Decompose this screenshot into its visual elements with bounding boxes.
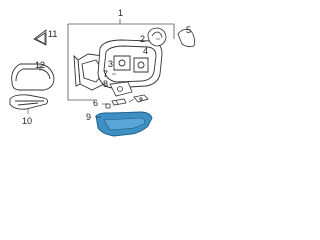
callout-1: 1 xyxy=(118,8,124,18)
sail-trim-part xyxy=(33,29,47,46)
mirror-housing-part xyxy=(97,39,163,89)
callout-12: 12 xyxy=(35,60,46,70)
connector-part xyxy=(105,103,111,109)
clip-part xyxy=(133,94,149,103)
callout-4: 4 xyxy=(143,46,149,56)
callout-2: 2 xyxy=(140,34,146,44)
parts-diagram xyxy=(9,19,195,137)
small-bracket-part xyxy=(111,98,127,106)
mirror-motor-part xyxy=(109,81,133,97)
callout-8: 8 xyxy=(103,79,109,89)
callout-7: 7 xyxy=(103,69,109,79)
callout-10: 10 xyxy=(22,116,33,126)
assembly-frame xyxy=(67,19,175,101)
callout-3: 3 xyxy=(108,59,114,69)
callout-6: 6 xyxy=(93,98,99,108)
turn-signal-part xyxy=(9,94,49,110)
callout-5: 5 xyxy=(186,25,192,35)
cover-cap-part xyxy=(147,27,167,47)
callout-9: 9 xyxy=(86,112,92,122)
highlighted-part xyxy=(95,111,153,137)
leader-lines xyxy=(27,38,160,118)
callout-11: 11 xyxy=(48,29,58,39)
mirror-glass-part xyxy=(177,29,195,48)
mirror-cap-part xyxy=(11,63,55,91)
